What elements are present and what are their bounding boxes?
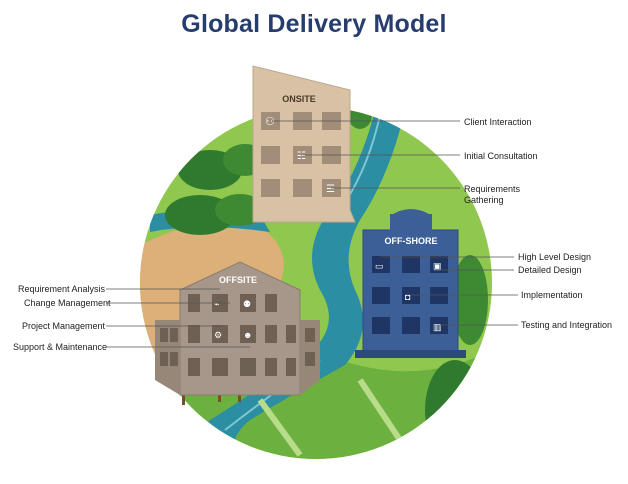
chart-icon: ⌁ [214,299,219,309]
offsite-label: OFFSITE [219,275,257,285]
river [196,110,405,459]
window [261,179,280,197]
chip-icon: ▥ [433,322,442,332]
onsite-label: ONSITE [282,94,316,104]
label-change-management: Change Management [24,298,111,308]
checklist-icon: ☰ [326,184,335,195]
label-testing-integration: Testing and Integration [521,320,612,330]
laptop-icon: ▣ [433,261,442,271]
screen-icon: ◘ [405,292,411,302]
user-icon: ☻ [243,330,252,340]
onsite-building: ⚇ ☷ ☰ ONSITE [252,65,356,223]
offsite-building: OFFSITE ⌁ ⚉ ☻ ⚙ [155,261,320,396]
label-initial-consultation: Initial Consultation [464,151,538,161]
window [293,146,312,164]
monitor-icon: ▭ [375,261,384,271]
label-project-management: Project Management [22,321,106,331]
offshore-building: OFF-SHORE ▭ ▣ ◘ ▥ [355,209,466,358]
label-implementation: Implementation [521,290,583,300]
label-requirements: Requirements [464,184,521,194]
handshake-icon: ⚇ [265,116,275,128]
window [261,112,280,130]
people-icon: ⚉ [243,299,251,309]
offshore-label: OFF-SHORE [385,236,438,246]
window [261,146,280,164]
label-detailed-design: Detailed Design [518,265,582,275]
label-support-maintenance: Support & Maintenance [13,342,107,352]
gears-icon: ⚙ [214,330,222,340]
consultation-icon: ☷ [297,151,306,162]
label-high-level-design: High Level Design [518,252,591,262]
label-gathering: Gathering [464,195,504,205]
label-client-interaction: Client Interaction [464,117,532,127]
leader-lines [106,120,518,348]
page-title: Global Delivery Model [181,10,447,38]
label-requirement-analysis: Requirement Analysis [18,284,106,294]
window [293,179,312,197]
